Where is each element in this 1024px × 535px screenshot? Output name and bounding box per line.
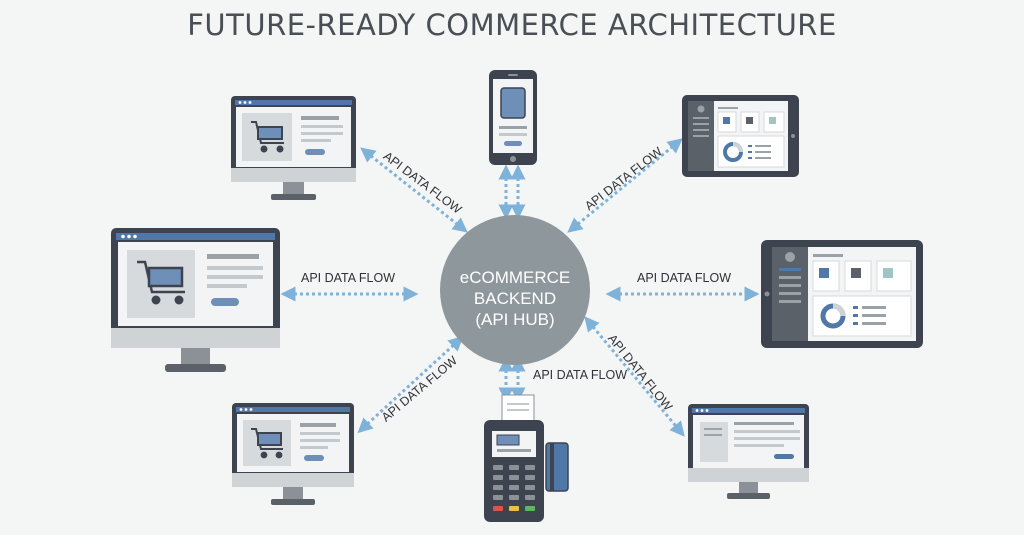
credit-card-icon	[545, 442, 569, 492]
hub-label-line-3: (API HUB)	[475, 310, 554, 329]
flow-bottom-left-arrow	[357, 335, 464, 434]
flow-bottom-left-label: API DATA FLOW	[379, 353, 460, 424]
ecommerce-backend-hub: eCOMMERCE BACKEND (API HUB)	[440, 215, 590, 365]
connection-arrows	[280, 138, 760, 437]
desktop-bottom-left-icon	[232, 403, 354, 505]
shopping-cart-icon	[251, 121, 284, 153]
tablet-right-icon	[761, 240, 923, 348]
page-title: FUTURE-READY COMMERCE ARCHITECTURE	[187, 8, 837, 42]
hub-label-line-1: eCOMMERCE	[460, 268, 571, 287]
flow-right-label: API DATA FLOW	[637, 271, 731, 285]
flow-bottom-label: API DATA FLOW	[533, 368, 627, 382]
hub-label-line-2: BACKEND	[474, 289, 556, 308]
tablet-top-right-icon	[682, 95, 799, 177]
flow-left-label: API DATA FLOW	[301, 271, 395, 285]
desktop-bottom-right-icon	[688, 404, 809, 499]
pos-terminal-icon	[484, 394, 569, 522]
flow-top-right-arrow	[567, 138, 683, 233]
shopping-cart-icon	[137, 260, 185, 305]
shopping-cart-icon	[251, 428, 283, 459]
keypad	[493, 465, 535, 500]
flow-top-left-label: API DATA FLOW	[381, 149, 465, 217]
flow-top-right-label: API DATA FLOW	[582, 144, 665, 213]
flow-top-left-arrow	[360, 147, 468, 233]
desktop-left-icon	[111, 228, 280, 372]
desktop-top-left-icon	[231, 96, 356, 200]
smartphone-icon	[489, 70, 537, 165]
